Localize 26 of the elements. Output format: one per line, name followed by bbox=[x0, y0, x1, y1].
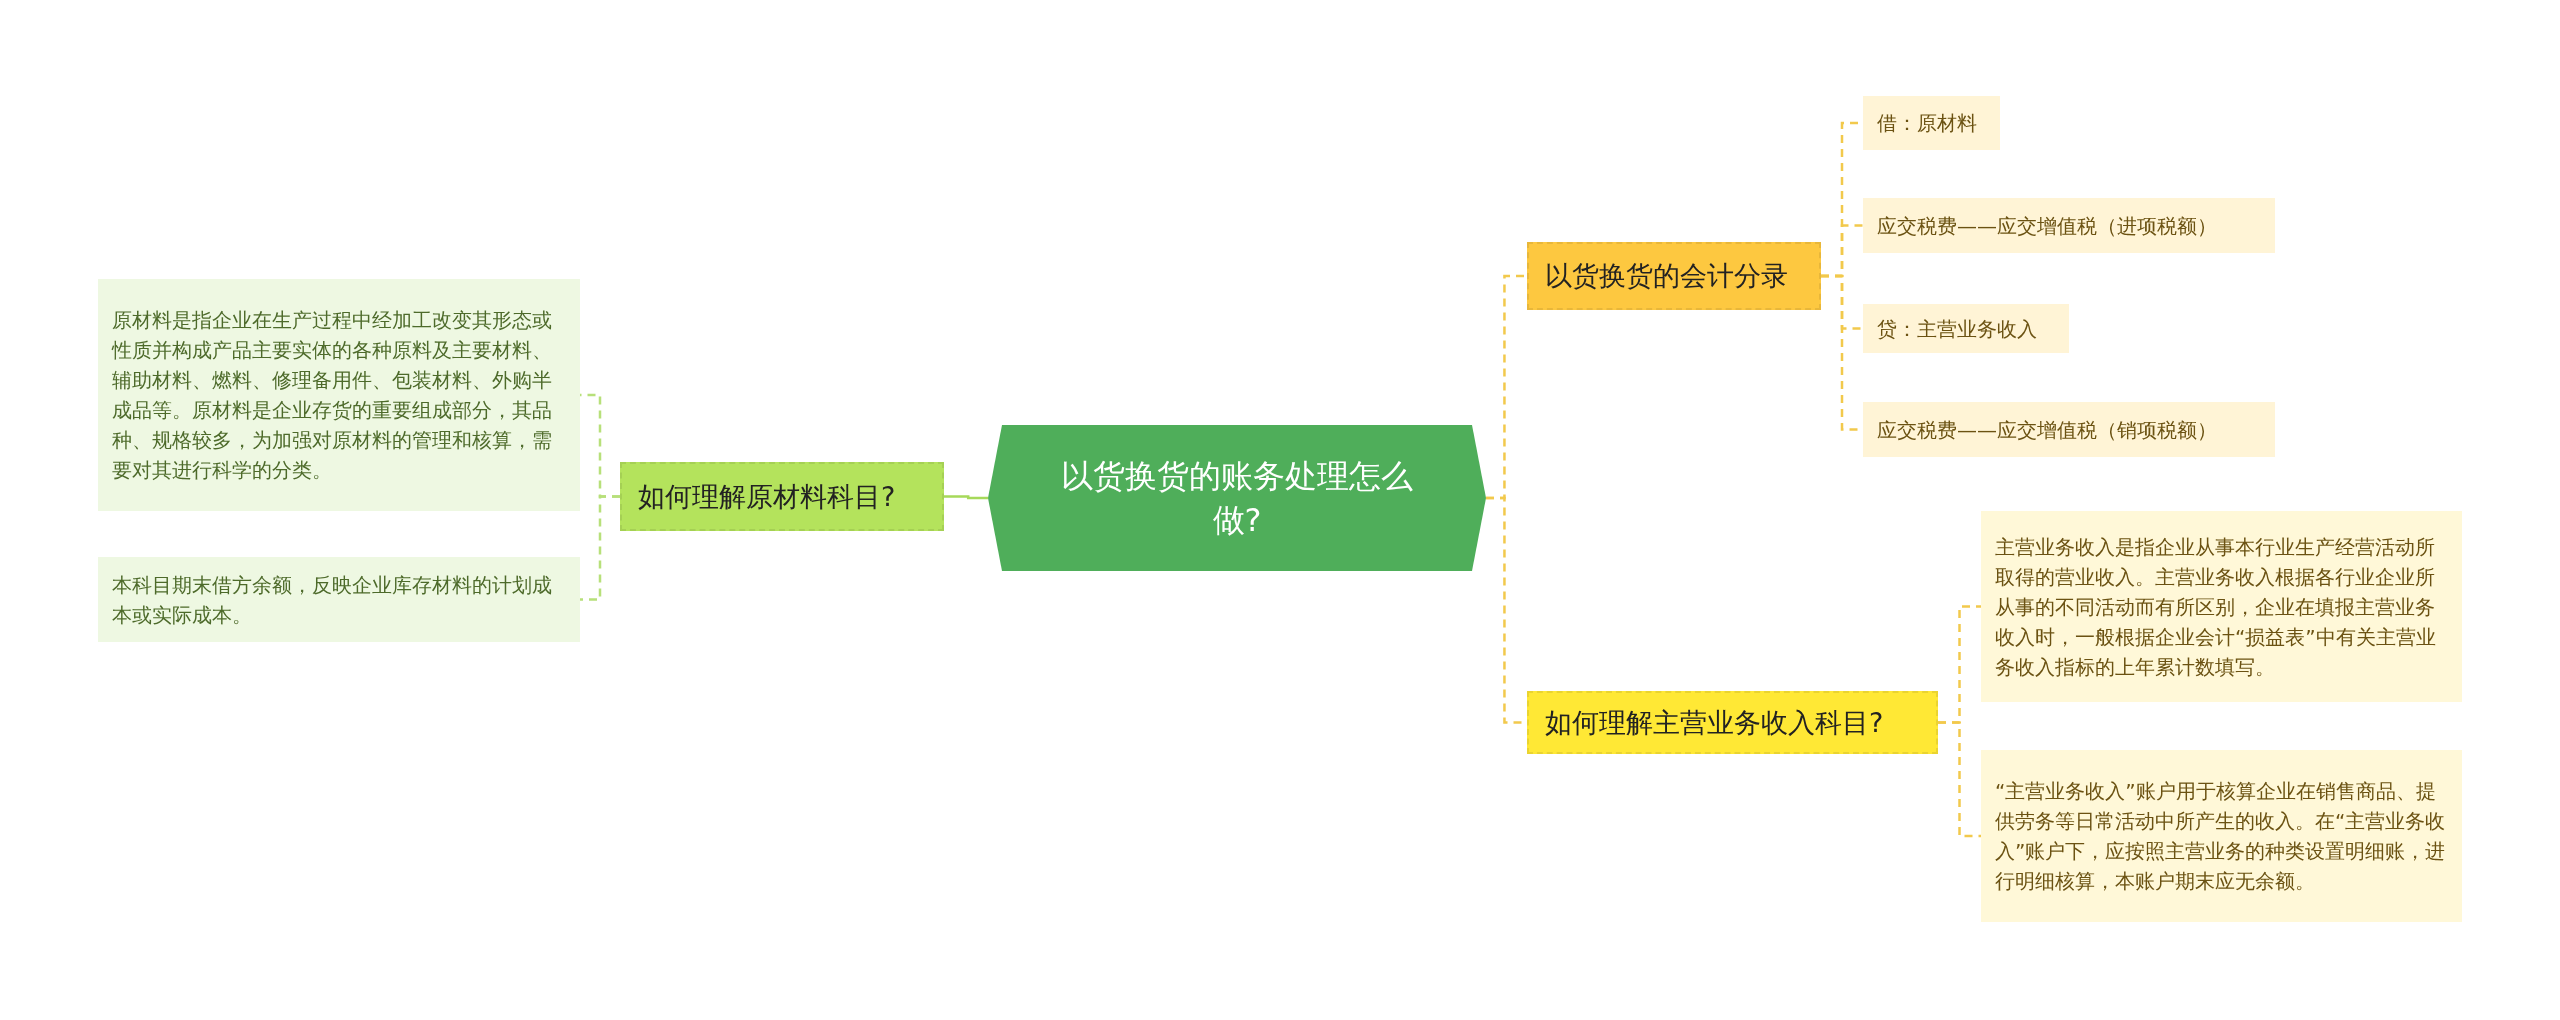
connector-line bbox=[580, 495, 620, 601]
note-text: 贷：主营业务收入 bbox=[1877, 315, 2037, 343]
connector-line bbox=[1938, 721, 1981, 838]
topic-box bbox=[1527, 691, 1938, 754]
note-box bbox=[1863, 96, 2000, 150]
note-box bbox=[98, 557, 580, 642]
topic-box bbox=[1527, 242, 1821, 310]
topic-label: 以货换货的会计分录 bbox=[1545, 259, 1788, 293]
note-box bbox=[1863, 198, 2275, 253]
note-box bbox=[98, 279, 580, 511]
note-box bbox=[1863, 402, 2275, 457]
note-text: 本科目期末借方余额，反映企业库存材料的计划成本或实际成本。 bbox=[112, 571, 553, 629]
note-box bbox=[1981, 511, 2462, 702]
note-text: 应交税费——应交增值税（销项税额） bbox=[1877, 416, 2217, 444]
topic-box bbox=[620, 462, 944, 531]
note-box bbox=[1863, 304, 2069, 353]
note-text: “主营业务收入”账户用于核算企业在销售商品、提供劳务等日常活动中所产生的收入。在“主营业务收入”账户下，应按照主营业务的种类设置明细账，进行明细核算，本账户期末应无余额。 bbox=[1995, 778, 2447, 895]
topic-label: 如何理解主营业务收入科目? bbox=[1545, 705, 1884, 740]
note-text: 应交税费——应交增值税（进项税额） bbox=[1877, 212, 2217, 240]
note-text: 原材料是指企业在生产过程中经加工改变其形态或性质并构成产品主要实体的各种原料及主要材料、辅助材料、燃料、修理备用件、包装材料、外购半成品等。原材料是企业存货的重要组成部分，其品种、规格较多，为加强对原材料的管理和核算，需要对其进行科学的分类。 bbox=[112, 307, 553, 484]
note-box bbox=[1981, 750, 2462, 922]
topic-label: 如何理解原材料科目? bbox=[638, 479, 896, 514]
note-text: 借：原材料 bbox=[1877, 110, 1977, 137]
central-topic: 以货换货的账务处理怎么做? bbox=[1060, 456, 1414, 541]
connector-line bbox=[944, 495, 988, 500]
note-text: 主营业务收入是指企业从事本行业生产经营活动所取得的营业收入。主营业务收入根据各行业企业所从事的不同活动而有所区别，企业在填报主营业务收入时，一般根据企业会计“损益表”中有关主营业务收入指标的上年累计数填写。 bbox=[1995, 533, 2437, 681]
